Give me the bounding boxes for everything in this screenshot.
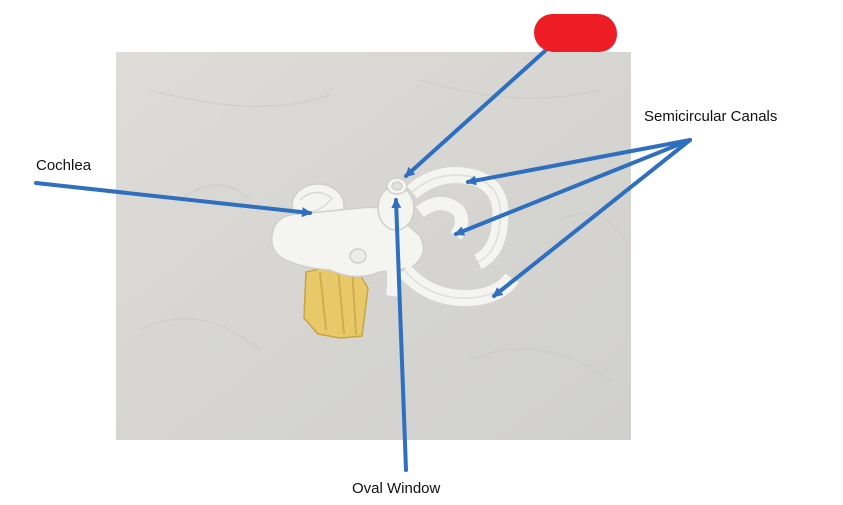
oval-window-label: Oval Window (352, 480, 441, 497)
inner-ear-model (270, 167, 519, 307)
arrow-redacted-label (404, 48, 548, 178)
annotation-arrows (34, 48, 692, 472)
redaction-mark (534, 14, 617, 52)
arrow-oval-window (391, 198, 408, 472)
arrow-cochlea (34, 181, 312, 218)
arrow-semicircular-1 (466, 138, 692, 186)
cochlea-label: Cochlea (36, 157, 92, 174)
arrow-semicircular-3 (492, 138, 692, 298)
nerve-stem (303, 261, 369, 339)
semicircular-canals-label: Semicircular Canals (644, 108, 778, 125)
arrow-semicircular-2 (454, 138, 692, 236)
